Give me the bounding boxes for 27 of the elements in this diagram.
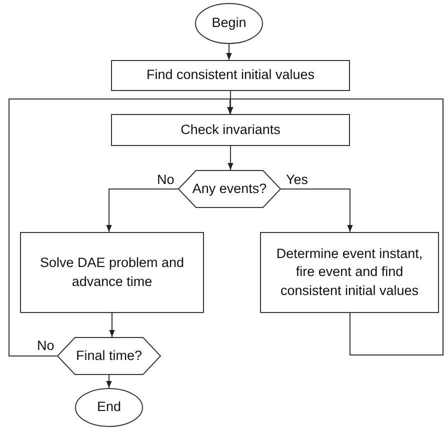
arrow	[228, 90, 234, 114]
decision-hexagon	[57, 337, 161, 375]
edge-label: Yes	[286, 173, 308, 186]
terminal-ellipse	[195, 3, 263, 44]
arrow	[106, 374, 112, 388]
node-label: Begin	[212, 14, 246, 32]
arrow	[228, 146, 234, 170]
node-label: Any events?	[192, 180, 267, 198]
node-label: Determine event instant, fire event and find consistent initial values	[275, 245, 424, 300]
arrow	[227, 98, 444, 356]
edge-label: No	[37, 339, 54, 352]
arrow	[280, 188, 353, 232]
decision-hexagon	[178, 170, 281, 208]
edge-label: No	[157, 173, 174, 186]
process-box	[111, 114, 350, 146]
node-label: Final time?	[76, 346, 142, 365]
node-label: Solve DAE problem and advance time	[38, 254, 186, 290]
arrow	[109, 312, 115, 338]
node-label: Find consistent initial values	[146, 66, 315, 84]
arrow	[226, 44, 232, 60]
node-label: End	[96, 398, 122, 416]
arrow	[106, 188, 178, 232]
process-box	[260, 232, 439, 313]
terminal-ellipse	[75, 388, 143, 427]
process-box	[111, 60, 350, 91]
node-label: Check invariants	[180, 120, 280, 139]
process-box	[20, 232, 204, 313]
